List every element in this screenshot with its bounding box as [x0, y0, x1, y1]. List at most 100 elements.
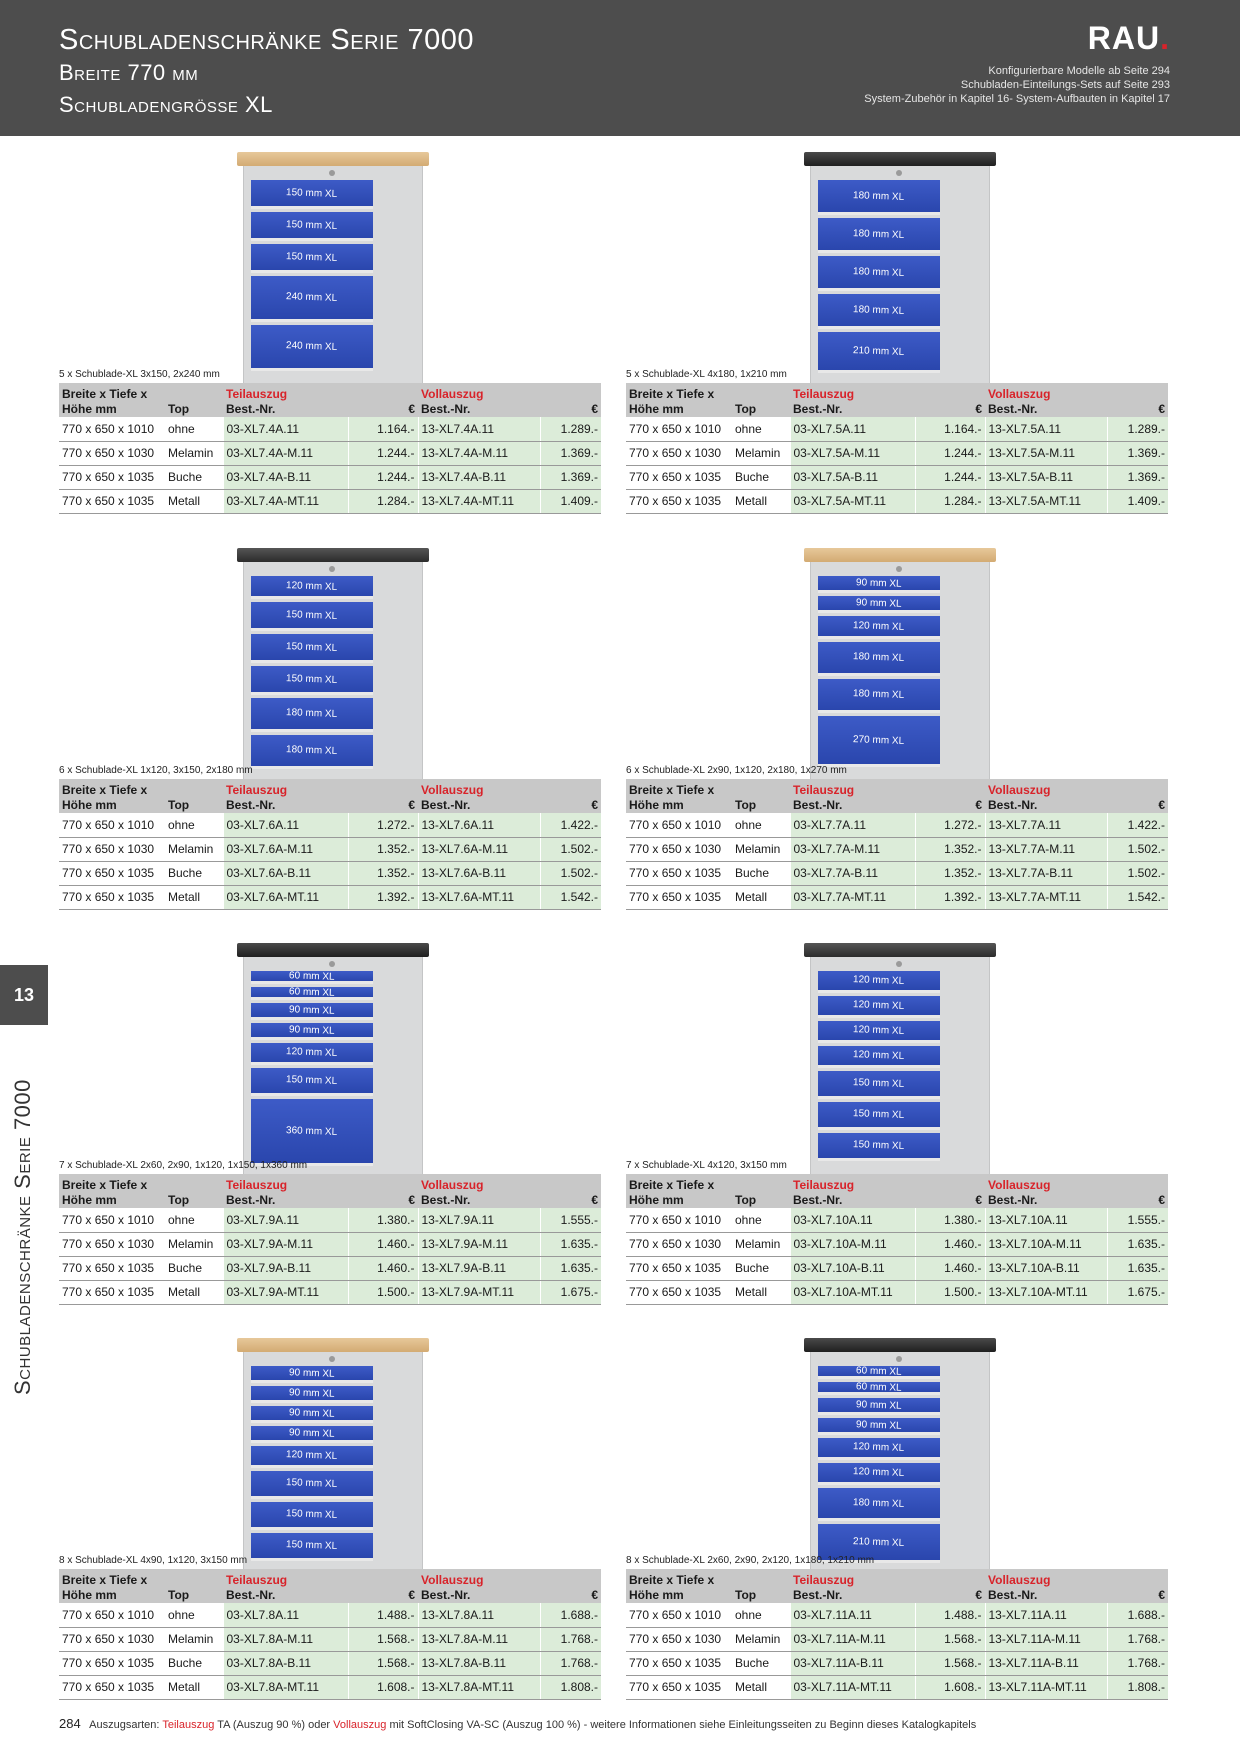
- cell-size: 770 x 650 x 1035: [59, 885, 165, 910]
- cell-top: Buche: [165, 861, 223, 886]
- cell-size: 770 x 650 x 1035: [626, 1256, 732, 1281]
- drawer: 120 mm XL: [251, 1043, 373, 1065]
- cell-teil-price: 1.244.-: [914, 465, 985, 490]
- cell-voll-nr: 13-XL7.11A-M.11: [984, 1627, 1107, 1652]
- worktop-wood: [237, 152, 429, 166]
- drawer: 60 mm XL: [251, 970, 373, 984]
- cell-size: 770 x 650 x 1010: [59, 417, 165, 442]
- cell-voll-nr: 13-XL7.9A-MT.11: [417, 1280, 540, 1305]
- drawer-label: 180 mm XL: [853, 688, 905, 701]
- cell-voll-nr: 13-XL7.10A-M.11: [984, 1232, 1107, 1257]
- cell-voll-nr: 13-XL7.8A.11: [417, 1603, 540, 1628]
- col-voll-price-header: €: [1107, 779, 1168, 813]
- cell-teil-nr: 03-XL7.11A-B.11: [789, 1651, 915, 1676]
- header-text: Höhe mm: [62, 402, 117, 416]
- teilauszug-label: Teilauszug: [793, 783, 855, 797]
- drawer: 90 mm XL: [251, 1386, 373, 1403]
- drawer: 180 mm XL: [818, 679, 940, 713]
- cell-teil-nr: 03-XL7.8A-M.11: [222, 1627, 348, 1652]
- cell-size: 770 x 650 x 1030: [626, 837, 732, 862]
- drawer: 150 mm XL: [251, 212, 373, 241]
- cell-voll-price: 1.688.-: [539, 1603, 601, 1628]
- drawer: 150 mm XL: [818, 1102, 940, 1130]
- cell-voll-price: 1.369.-: [539, 465, 601, 490]
- cell-teil-nr: 03-XL7.4A-B.11: [222, 465, 348, 490]
- product-caption: 6 x Schublade-XL 2x90, 1x120, 2x180, 1x2…: [626, 765, 847, 776]
- col-top-header: Top: [732, 1569, 790, 1603]
- cell-teil-price: 1.392.-: [914, 885, 985, 910]
- cell-size: 770 x 650 x 1030: [59, 837, 165, 862]
- lock-icon: [329, 961, 335, 967]
- cell-top: Buche: [732, 465, 790, 490]
- cell-voll-price: 1.369.-: [1106, 465, 1168, 490]
- cell-teil-price: 1.568.-: [914, 1651, 985, 1676]
- footer-text: TA (Auszug 90 %) oder: [217, 1719, 331, 1731]
- product-caption: 5 x Schublade-XL 3x150, 2x240 mm: [59, 369, 220, 380]
- info-line: Schubladen-Einteilungs-Sets auf Seite 29…: [960, 79, 1170, 91]
- cell-voll-nr: 13-XL7.10A.11: [984, 1208, 1107, 1233]
- header-text: Breite x Tiefe x: [629, 783, 715, 797]
- info-line: Konfigurierbare Modelle ab Seite 294: [988, 65, 1170, 77]
- cell-voll-nr: 13-XL7.5A-M.11: [984, 441, 1107, 466]
- cell-voll-price: 1.808.-: [1106, 1675, 1168, 1700]
- cell-top: Buche: [732, 1256, 790, 1281]
- cell-top: Buche: [165, 1651, 223, 1676]
- cell-voll-price: 1.635.-: [1106, 1256, 1168, 1281]
- cell-teil-price: 1.608.-: [914, 1675, 985, 1700]
- drawer-label: 120 mm XL: [853, 619, 905, 633]
- cell-teil-price: 1.352.-: [347, 861, 418, 886]
- drawer: 120 mm XL: [818, 971, 940, 993]
- cell-teil-price: 1.284.-: [347, 489, 418, 514]
- cell-voll-price: 1.369.-: [1106, 441, 1168, 466]
- cell-teil-nr: 03-XL7.10A-B.11: [789, 1256, 915, 1281]
- teilauszug-label: Teilauszug: [793, 1178, 855, 1192]
- drawer-label: 90 mm XL: [289, 1406, 335, 1420]
- header-text: Breite x Tiefe x: [62, 387, 148, 401]
- cell-voll-price: 1.502.-: [539, 861, 601, 886]
- lock-icon: [896, 961, 902, 967]
- drawer: 150 mm XL: [818, 1133, 940, 1161]
- cell-size: 770 x 650 x 1010: [626, 417, 732, 442]
- drawer-label: 180 mm XL: [853, 265, 905, 279]
- header-text: Höhe mm: [629, 1588, 684, 1602]
- drawer-label: 180 mm XL: [853, 303, 905, 317]
- header-text: Best.-Nr.: [988, 402, 1038, 416]
- cell-teil-nr: 03-XL7.9A-M.11: [222, 1232, 348, 1257]
- cell-voll-nr: 13-XL7.11A-B.11: [984, 1651, 1107, 1676]
- worktop-wood: [237, 1338, 429, 1352]
- drawer: 210 mm XL: [818, 332, 940, 373]
- header-text: Best.-Nr.: [421, 1193, 471, 1207]
- col-teil-price-header: €: [348, 383, 418, 417]
- cell-voll-price: 1.289.-: [1106, 417, 1168, 442]
- cell-teil-nr: 03-XL7.10A-MT.11: [789, 1280, 915, 1305]
- cell-top: Metall: [165, 489, 223, 514]
- product-caption: 7 x Schublade-XL 4x120, 3x150 mm: [626, 1160, 787, 1171]
- drawer: 180 mm XL: [818, 1488, 940, 1521]
- cell-teil-price: 1.244.-: [347, 441, 418, 466]
- page-header: Schubladenschränke Serie 7000 Breite 770…: [0, 0, 1240, 136]
- cell-teil-nr: 03-XL7.7A-MT.11: [789, 885, 915, 910]
- col-top-header: Top: [732, 1174, 790, 1208]
- drawer-label: 120 mm XL: [853, 974, 905, 987]
- vollauszug-label: Vollauszug: [988, 1573, 1051, 1587]
- page-title: Schubladenschränke Serie 7000: [59, 24, 474, 56]
- cell-voll-price: 1.542.-: [1106, 885, 1168, 910]
